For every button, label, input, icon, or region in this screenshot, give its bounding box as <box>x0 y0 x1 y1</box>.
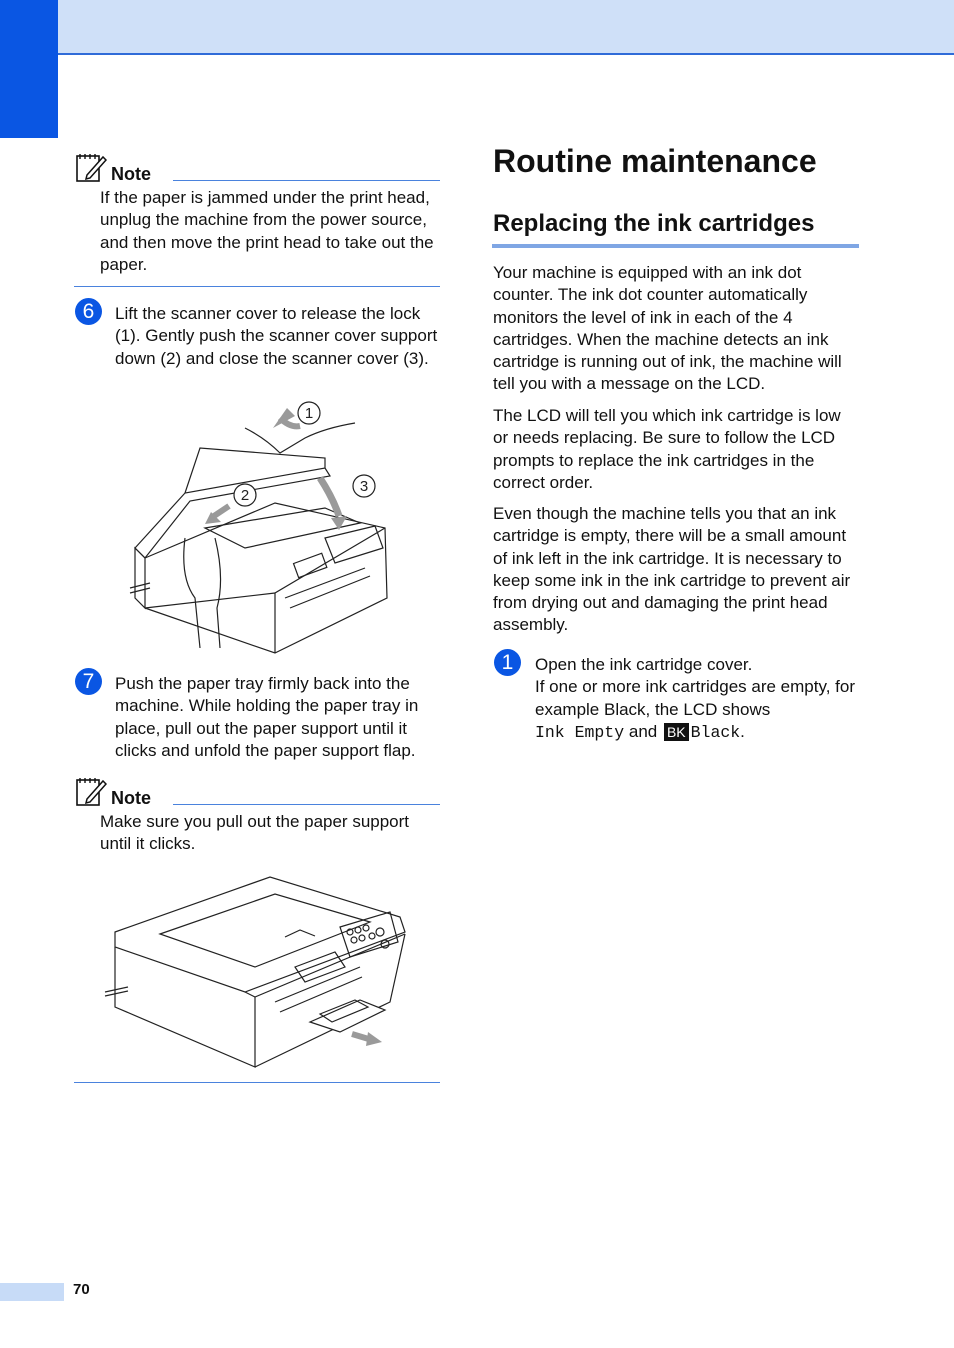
step-1-text: Open the ink cartridge cover. If one or … <box>535 654 857 744</box>
step-number-7: 7 <box>75 668 102 695</box>
note-label: Note <box>111 788 151 808</box>
note-pencil-icon <box>76 154 107 182</box>
note-label: Note <box>111 164 151 184</box>
callout-3: 3 <box>360 478 368 495</box>
callout-2: 2 <box>241 487 249 504</box>
connector-text: and <box>628 721 658 741</box>
note-2-text: Make sure you pull out the paper support… <box>100 812 410 854</box>
paragraph-2: The LCD will tell you which ink cartridg… <box>493 406 841 492</box>
note-2-end-rule <box>74 1082 440 1083</box>
step-number-6: 6 <box>75 298 102 325</box>
page-number: 70 <box>73 1281 90 1298</box>
note-header-2: Note <box>75 777 440 807</box>
end-punctuation: . <box>740 721 745 741</box>
step-1-line-1: Open the ink cartridge cover. <box>535 655 753 674</box>
bk-badge: BK <box>663 722 689 741</box>
step-1-line-2: If one or more ink cartridges are empty,… <box>535 677 855 719</box>
section-underline <box>492 244 859 248</box>
note-rule <box>173 804 440 805</box>
header-band <box>0 0 954 55</box>
paragraph-1: Your machine is equipped with an ink dot… <box>493 263 842 394</box>
note-header: Note <box>75 153 440 183</box>
note-pencil-icon <box>76 778 107 806</box>
chapter-title: Routine maintenance <box>493 143 817 179</box>
lcd-color-name: Black <box>690 722 741 742</box>
section-title: Replacing the ink cartridges <box>493 210 815 237</box>
note-text: If the paper is jammed under the print h… <box>100 188 434 274</box>
lcd-message: Ink Empty <box>535 722 625 742</box>
chapter-tab <box>0 0 58 138</box>
paper-support-illustration <box>104 876 406 1068</box>
step-number-1: 1 <box>494 649 521 676</box>
page-tab <box>0 1283 64 1301</box>
step-6-text: Lift the scanner cover to release the lo… <box>115 304 438 368</box>
note-end-rule <box>74 286 440 287</box>
note-rule <box>173 180 440 181</box>
step-7-text: Push the paper tray firmly back into the… <box>115 674 419 760</box>
callout-1: 1 <box>305 405 313 422</box>
scanner-cover-illustration: 1 2 3 <box>129 401 388 654</box>
paragraph-3: Even though the machine tells you that a… <box>493 504 851 635</box>
